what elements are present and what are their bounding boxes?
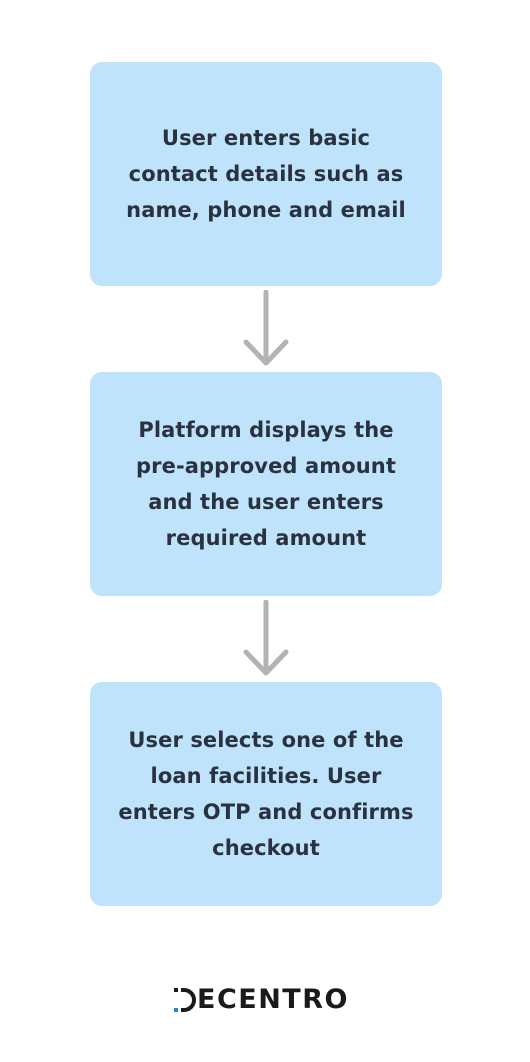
logo-d-mark-icon bbox=[174, 988, 196, 1012]
logo-text: ECENTRO bbox=[197, 984, 349, 1015]
step-2-text: Platform displays the pre-approved amoun… bbox=[136, 418, 396, 550]
down-arrow-icon-1 bbox=[243, 290, 289, 366]
step-3-text: User selects one of the loan facilities.… bbox=[118, 728, 414, 860]
step-1-text: User enters basic contact details such a… bbox=[126, 126, 406, 222]
step-box-3: User selects one of the loan facilities.… bbox=[90, 682, 442, 906]
step-box-1: User enters basic contact details such a… bbox=[90, 62, 442, 286]
step-box-2: Platform displays the pre-approved amoun… bbox=[90, 372, 442, 596]
down-arrow-icon-2 bbox=[243, 600, 289, 676]
decentro-logo: ECENTRO bbox=[174, 974, 349, 1014]
